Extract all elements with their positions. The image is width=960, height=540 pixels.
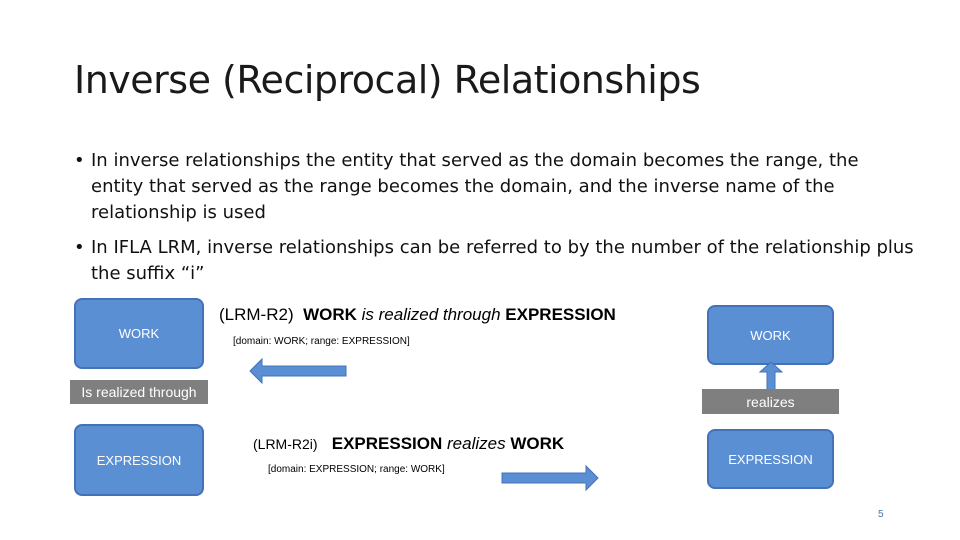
relationship-name: realizes [746,393,795,410]
is-realized-through-label: Is realized through [70,380,208,404]
inverse-relationship-statement: (LRM-R2i) EXPRESSION realizes WORK [253,434,564,454]
up-arrow-icon [758,361,784,393]
left-arrow-icon [249,357,347,385]
bullet-icon: • [74,150,85,171]
page-number: 5 [878,509,884,520]
range-entity: WORK [510,434,565,453]
relationship-name: realizes [447,434,506,453]
relationship-code: (LRM-R2) [219,305,294,324]
forward-relationship-statement: (LRM-R2) WORK is realized through EXPRES… [219,305,616,325]
expression-entity-box-right: EXPRESSION [707,429,834,489]
range-entity: EXPRESSION [505,305,616,324]
work-entity-box: WORK [74,298,204,369]
relationship-name: is realized through [361,305,501,324]
work-entity-label: WORK [750,327,791,343]
bullet-list: • In inverse relationships the entity th… [74,148,914,296]
bullet-item: • In IFLA LRM, inverse relationships can… [74,235,914,287]
bullet-text: In inverse relationships the entity that… [91,150,859,223]
inverse-domain-range-note: [domain: EXPRESSION; range: WORK] [268,464,445,475]
slide-title: Inverse (Reciprocal) Relationships [74,58,701,102]
relationship-code: (LRM-R2i) [253,436,318,452]
relationship-name: Is realized through [81,384,197,400]
realizes-label: realizes [702,389,839,414]
bullet-icon: • [74,237,85,258]
work-entity-label: WORK [118,326,160,341]
bullet-text: In IFLA LRM, inverse relationships can b… [91,237,914,284]
expression-entity-label: EXPRESSION [96,452,182,468]
right-arrow-icon [501,464,599,492]
forward-domain-range-note: [domain: WORK; range: EXPRESSION] [233,336,410,347]
work-entity-box-right: WORK [707,305,834,365]
expression-entity-label: EXPRESSION [728,451,813,467]
expression-entity-box: EXPRESSION [74,424,204,496]
bullet-item: • In inverse relationships the entity th… [74,148,914,226]
domain-entity: EXPRESSION [331,434,443,453]
domain-entity: WORK [303,305,357,324]
